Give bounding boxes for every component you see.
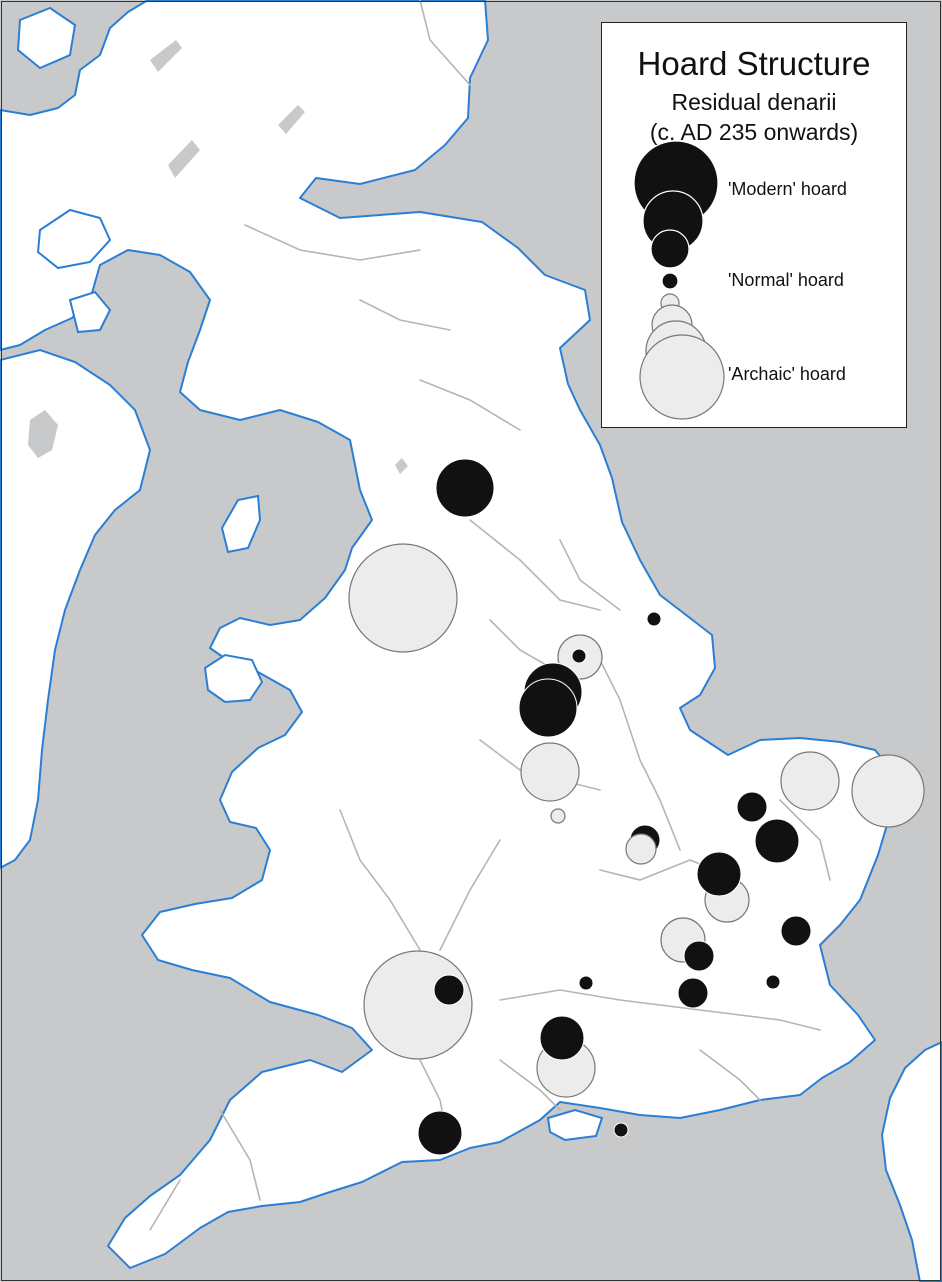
island-mull [36, 208, 112, 270]
hoard-marker-archaic [780, 751, 840, 811]
legend-symbol-archaic [639, 334, 725, 420]
legend-symbols [633, 140, 725, 420]
hoard-marker-modern [417, 1110, 463, 1156]
legend-label-archaic: 'Archaic' hoard [728, 364, 846, 384]
hoard-marker-modern [571, 648, 587, 664]
hoard-markers [348, 458, 925, 1156]
hoard-marker-modern [518, 678, 578, 738]
hoard-marker-archaic [363, 950, 473, 1060]
legend-date-range: (c. AD 235 onwards) [649, 119, 859, 145]
lake-lough-neagh [28, 410, 58, 458]
legend-symbol-modern [661, 272, 679, 290]
landmass-continent [880, 1040, 942, 1282]
hoard-marker-modern [433, 974, 465, 1006]
lake-lake-district [395, 458, 408, 474]
lake-loch-tay [278, 105, 305, 134]
hoard-marker-archaic [550, 808, 566, 824]
legend-title: Hoard Structure [637, 45, 871, 82]
hoard-marker-modern [736, 791, 768, 823]
hoard-marker-modern [780, 915, 812, 947]
hoard-marker-archaic [625, 833, 657, 865]
island-isle-of-man [220, 494, 262, 554]
hoard-marker-modern [696, 851, 742, 897]
island-isle-of-wight [546, 1108, 604, 1142]
hoard-marker-modern [646, 611, 662, 627]
hoard-marker-modern [435, 458, 495, 518]
hoard-marker-modern [677, 977, 709, 1009]
island-islay [68, 290, 112, 334]
legend-subtitle: Residual denarii [671, 89, 837, 115]
hoard-marker-archaic [348, 543, 458, 653]
hoard-marker-modern [754, 818, 800, 864]
hoard-marker-modern [613, 1122, 629, 1138]
hoard-marker-modern [765, 974, 781, 990]
hoard-marker-archaic [520, 742, 580, 802]
hoard-marker-archaic [851, 754, 925, 828]
lake-loch-lomond [168, 140, 200, 178]
hoard-marker-modern [539, 1015, 585, 1061]
legend-symbol-modern [650, 229, 690, 269]
hoard-marker-modern [578, 975, 594, 991]
legend: Hoard Structure Residual denarii (c. AD … [601, 22, 907, 428]
landmass-ireland [0, 348, 152, 870]
island-anglesey [203, 653, 264, 704]
legend-label-modern: 'Modern' hoard [728, 179, 847, 199]
island-skye [16, 6, 77, 70]
legend-label-normal: 'Normal' hoard [728, 270, 844, 290]
lake-loch-ness [150, 40, 182, 72]
hoard-marker-modern [683, 940, 715, 972]
